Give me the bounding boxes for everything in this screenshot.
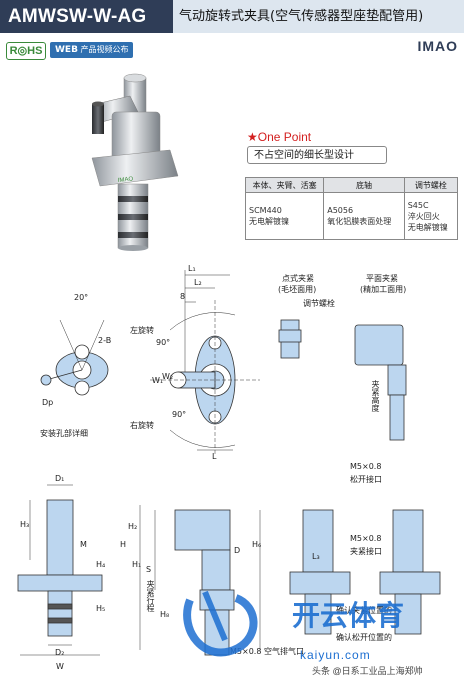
web-tag-prefix: WEB: [55, 45, 78, 55]
dim-l: L: [212, 452, 217, 461]
dim-h1: H₁: [132, 560, 142, 569]
web-tag-label: 产品视频公布: [80, 45, 129, 54]
point-clamp-sub: (毛坯面用): [278, 285, 317, 294]
page-header: AMWSW-W-AG 气动旋转式夹具(空气传感器型座垫配管用): [0, 0, 464, 33]
dim-h5: H₅: [96, 604, 106, 613]
release-port-size: M5×0.8: [350, 462, 382, 471]
dim-l1: L₁: [188, 264, 196, 273]
one-point-box: 不占空间的细长型设计: [247, 146, 387, 164]
clamp-port-size: M5×0.8: [350, 534, 382, 543]
angle-20-label: 20°: [74, 293, 89, 302]
dim-d1: D₁: [55, 474, 65, 483]
exhaust-port-label: M5×0.8 空气排气口: [230, 647, 304, 656]
dim-d: D: [234, 546, 241, 555]
port-note-release: 确认松开位置的: [336, 633, 392, 642]
dim-h8: H₈: [160, 610, 170, 619]
watermark-latin: kaiyun.com: [300, 648, 371, 662]
clamp-height-label: 夹紧高度: [371, 380, 380, 412]
dim-h4: H₄: [96, 560, 106, 569]
dim-h: H: [120, 540, 127, 549]
dim-w2: W₂: [162, 372, 174, 381]
product-title: 气动旋转式夹具(空气传感器型座垫配管用): [173, 0, 464, 33]
flat-clamp-sub: (精加工面用): [360, 285, 407, 294]
mount-hole-caption: 安装孔部详细: [40, 429, 88, 438]
one-point-title: ★One Point: [247, 130, 312, 144]
dim-h6: H₆: [252, 540, 262, 549]
dim-d2: D₂: [55, 648, 65, 657]
point-clamp-label: 点式夹紧: [282, 274, 314, 283]
flat-clamp-label: 平面夹紧: [366, 274, 398, 283]
angle-90-top: 90°: [156, 338, 171, 347]
dim-w: W: [56, 662, 64, 671]
watermark-cn: 开云体育: [292, 600, 405, 631]
photo-brand-label: IMAO: [118, 176, 134, 184]
dim-m: M: [80, 540, 87, 549]
brand-logo: IMAO: [417, 38, 458, 54]
spec-header-row: 本体、夹臂、活塞 底轴 调节螺栓: [244, 177, 459, 193]
port-note-clamp: 确认夹紧位置的: [336, 606, 392, 615]
spec-header-bolt: 调节螺栓: [403, 177, 459, 193]
angle-90-bottom: 90°: [172, 410, 187, 419]
dim-l3: L₃: [312, 552, 320, 561]
dim-h2: H₂: [128, 522, 138, 531]
dim-l2: L₂: [194, 278, 202, 287]
web-video-tag[interactable]: WEB 产品视频公布: [50, 42, 134, 58]
release-port-label: 松开接口: [350, 475, 382, 484]
clamp-port-label: 夹紧接口: [350, 547, 382, 556]
hole-2b-label: 2-B: [98, 336, 112, 345]
dp-label: Dp: [42, 398, 54, 407]
dim-w1: W₁: [152, 376, 164, 385]
dim-s: S: [146, 565, 152, 574]
dim-h3: H₃: [20, 520, 30, 529]
adjust-bolt-label: 调节螺栓: [303, 299, 335, 308]
rohs-badge: R◎HS: [6, 42, 46, 60]
clamp-stroke-label: 夹紧行程: [146, 580, 155, 612]
dim-8: 8: [180, 292, 186, 301]
left-rotate-label: 左旋转: [130, 326, 154, 335]
right-rotate-label: 右旋转: [130, 421, 154, 430]
watermark-caption: 头条 @日系工业品上海郑帅: [312, 666, 423, 676]
model-number: AMWSW-W-AG: [0, 0, 173, 33]
star-icon: ★: [247, 130, 258, 144]
